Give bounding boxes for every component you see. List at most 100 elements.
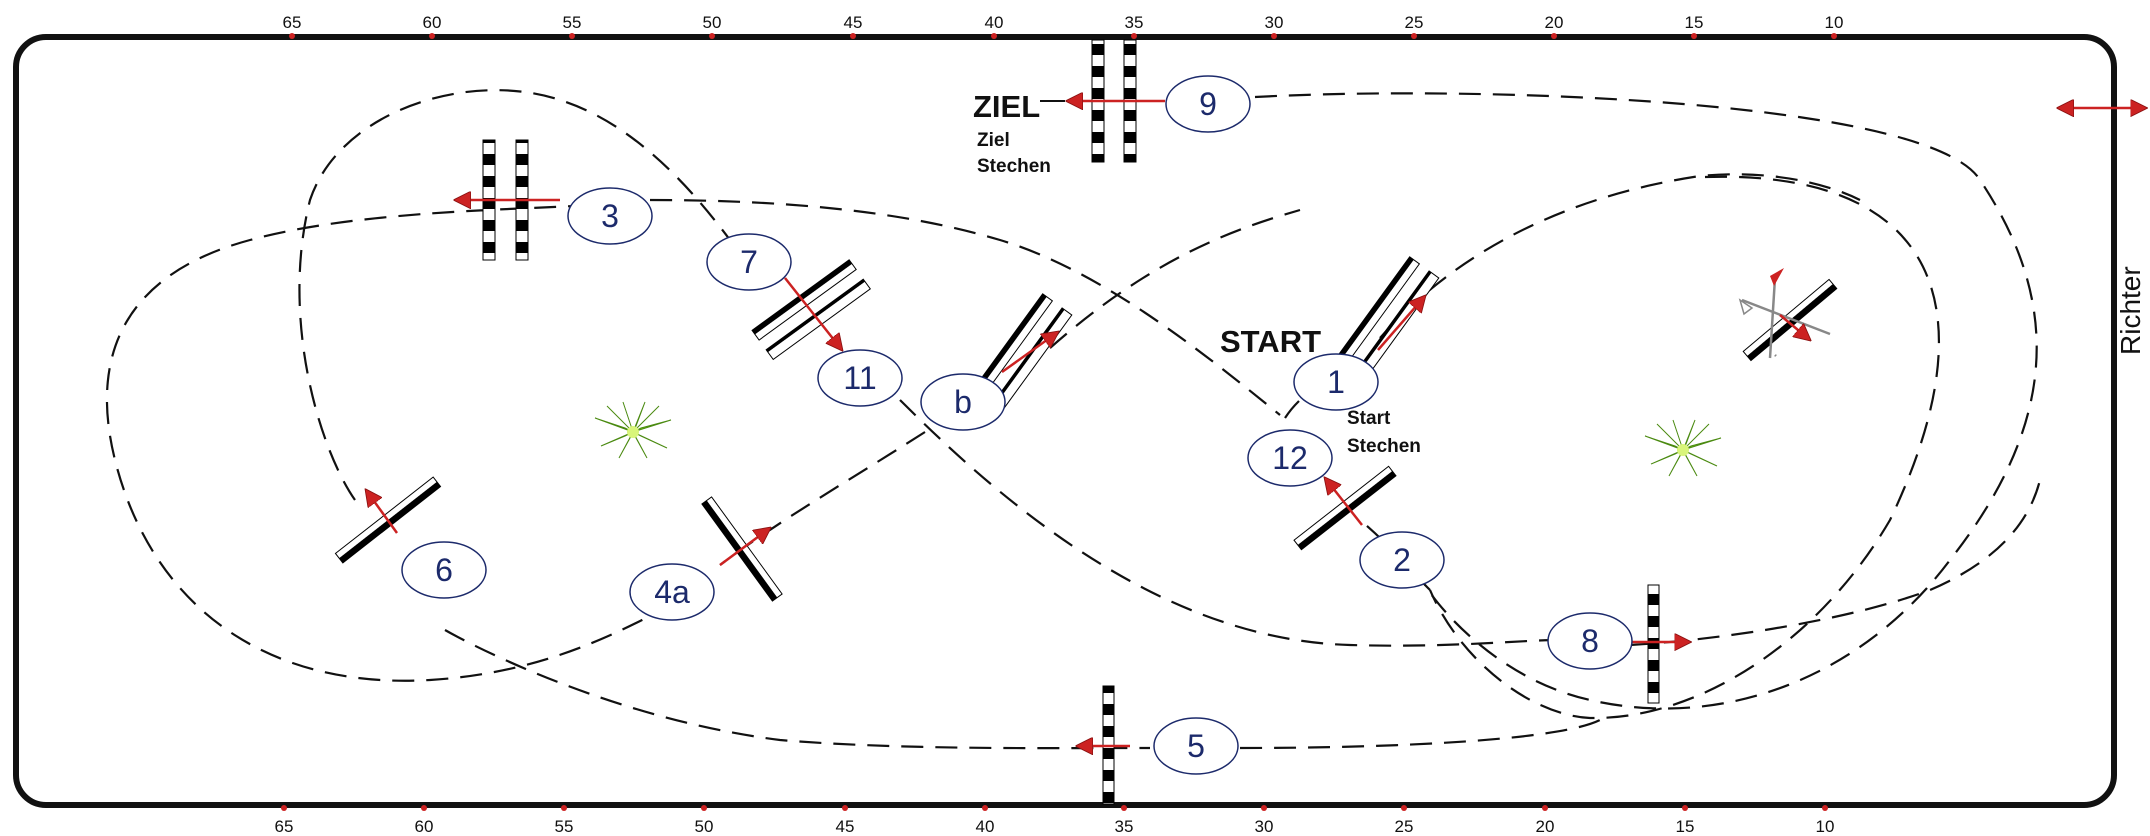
axis-bottom-tick-35 <box>1121 805 1127 811</box>
axis-top-tick-45 <box>850 33 856 39</box>
axis-bottom-label-20: 20 <box>1536 817 1555 836</box>
obstacle-number-9: 9 <box>1165 75 1251 133</box>
obstacle-number-7: 7 <box>706 233 792 291</box>
axis-bottom-label-25: 25 <box>1395 817 1414 836</box>
axis-top-label-10: 10 <box>1825 13 1844 32</box>
axis-top-tick-50 <box>709 33 715 39</box>
axis-bottom-label-15: 15 <box>1676 817 1695 836</box>
svg-text:12: 12 <box>1272 440 1308 476</box>
axis-top-label-35: 35 <box>1125 13 1144 32</box>
svg-text:2: 2 <box>1393 542 1411 578</box>
axis-top-tick-40 <box>991 33 997 39</box>
axis-bottom-tick-60 <box>421 805 427 811</box>
axis-bottom-tick-20 <box>1542 805 1548 811</box>
axis-top-tick-30 <box>1271 33 1277 39</box>
obstacle-b-arrow <box>1001 332 1058 374</box>
svg-text:4a: 4a <box>654 574 690 610</box>
obstacle-6-arrow <box>366 490 399 534</box>
axis-top-label-55: 55 <box>563 13 582 32</box>
obstacle-4a-arrow <box>719 528 770 567</box>
start-jumpoff-label-line1: Start <box>1347 408 1391 429</box>
axis-top-label-30: 30 <box>1265 13 1284 32</box>
obstacle-5-pole <box>1077 685 1130 805</box>
axis-top-label-45: 45 <box>844 13 863 32</box>
axis-bottom-tick-15 <box>1682 805 1688 811</box>
obstacles <box>334 39 1838 805</box>
svg-text:6: 6 <box>435 552 453 588</box>
axis-bottom-label-60: 60 <box>415 817 434 836</box>
axis-top-label-40: 40 <box>985 13 1004 32</box>
svg-text:3: 3 <box>601 198 619 234</box>
axis-bottom-tick-45 <box>842 805 848 811</box>
obstacle-number-11: 11 <box>817 349 903 407</box>
obstacle-number-12: 12 <box>1247 429 1333 487</box>
axis-bottom-tick-25 <box>1401 805 1407 811</box>
flag-icon <box>1738 268 1831 359</box>
svg-text:7: 7 <box>740 244 758 280</box>
axis-bottom-label-30: 30 <box>1255 817 1274 836</box>
axis-bottom-tick-55 <box>561 805 567 811</box>
axis-top-tick-10 <box>1831 33 1837 39</box>
axis-top: 65 60 55 50 45 40 35 30 25 20 15 10 <box>283 13 1844 39</box>
axis-bottom: 65 60 55 50 45 40 35 30 25 20 15 10 <box>275 805 1835 836</box>
axis-top-label-15: 15 <box>1685 13 1704 32</box>
svg-text:5: 5 <box>1187 728 1205 764</box>
obstacle-12-arrow <box>1325 478 1363 526</box>
axis-bottom-label-65: 65 <box>275 817 294 836</box>
axis-top-label-60: 60 <box>423 13 442 32</box>
axis-top-tick-65 <box>289 33 295 39</box>
obstacle-number-8: 8 <box>1547 612 1633 670</box>
start-jumpoff-label-line2: Stechen <box>1347 436 1421 457</box>
axis-top-label-20: 20 <box>1545 13 1564 32</box>
obstacle-number-2: 2 <box>1359 531 1445 589</box>
axis-bottom-tick-30 <box>1261 805 1267 811</box>
axis-top-label-25: 25 <box>1405 13 1424 32</box>
finish-label: ZIEL <box>973 89 1040 124</box>
finish-jumpoff-label-line2: Stechen <box>977 156 1051 177</box>
obstacle-3-poles <box>455 139 560 261</box>
axis-bottom-label-10: 10 <box>1816 817 1835 836</box>
axis-bottom-label-50: 50 <box>695 817 714 836</box>
axis-bottom-tick-65 <box>281 805 287 811</box>
svg-text:b: b <box>954 384 972 420</box>
axis-bottom-tick-10 <box>1822 805 1828 811</box>
svg-text:1: 1 <box>1327 364 1345 400</box>
obstacle-number-5: 5 <box>1153 717 1239 775</box>
obstacle-1-arrow <box>1377 296 1425 351</box>
obstacle-number-3: 3 <box>567 187 653 245</box>
axis-top-label-65: 65 <box>283 13 302 32</box>
obstacle-12-pole <box>1293 465 1397 551</box>
axis-bottom-label-35: 35 <box>1115 817 1134 836</box>
axis-top-tick-35 <box>1131 33 1137 39</box>
axis-bottom-tick-50 <box>701 805 707 811</box>
axis-top-tick-15 <box>1691 33 1697 39</box>
axis-top-tick-25 <box>1411 33 1417 39</box>
finish-jumpoff-label-line1: Ziel <box>977 130 1010 151</box>
axis-top-tick-60 <box>429 33 435 39</box>
axis-bottom-label-45: 45 <box>836 817 855 836</box>
obstacle-number-b: b <box>920 373 1006 431</box>
svg-text:9: 9 <box>1199 86 1217 122</box>
obstacle-number-6: 6 <box>401 541 487 599</box>
svg-text:8: 8 <box>1581 623 1599 659</box>
obstacle-9-poles <box>1040 39 1165 163</box>
axis-top-tick-20 <box>1551 33 1557 39</box>
svg-text:11: 11 <box>843 360 876 396</box>
arena-border <box>13 34 2117 808</box>
course-route <box>105 89 2042 750</box>
obstacle-right-pole <box>1742 278 1838 362</box>
axis-bottom-label-40: 40 <box>976 817 995 836</box>
obstacle-7-arrow <box>784 277 842 350</box>
obstacle-8-pole <box>1632 584 1690 704</box>
plant-icon <box>594 401 672 459</box>
start-label: START <box>1220 324 1321 359</box>
axis-bottom-label-55: 55 <box>555 817 574 836</box>
obstacle-number-4a: 4a <box>629 563 715 621</box>
obstacle-number-1: 1 <box>1293 353 1379 411</box>
axis-top-label-50: 50 <box>703 13 722 32</box>
axis-top-tick-55 <box>569 33 575 39</box>
plant-icon <box>1644 419 1722 477</box>
axis-bottom-tick-40 <box>982 805 988 811</box>
judge-label: Richter <box>2115 266 2146 355</box>
